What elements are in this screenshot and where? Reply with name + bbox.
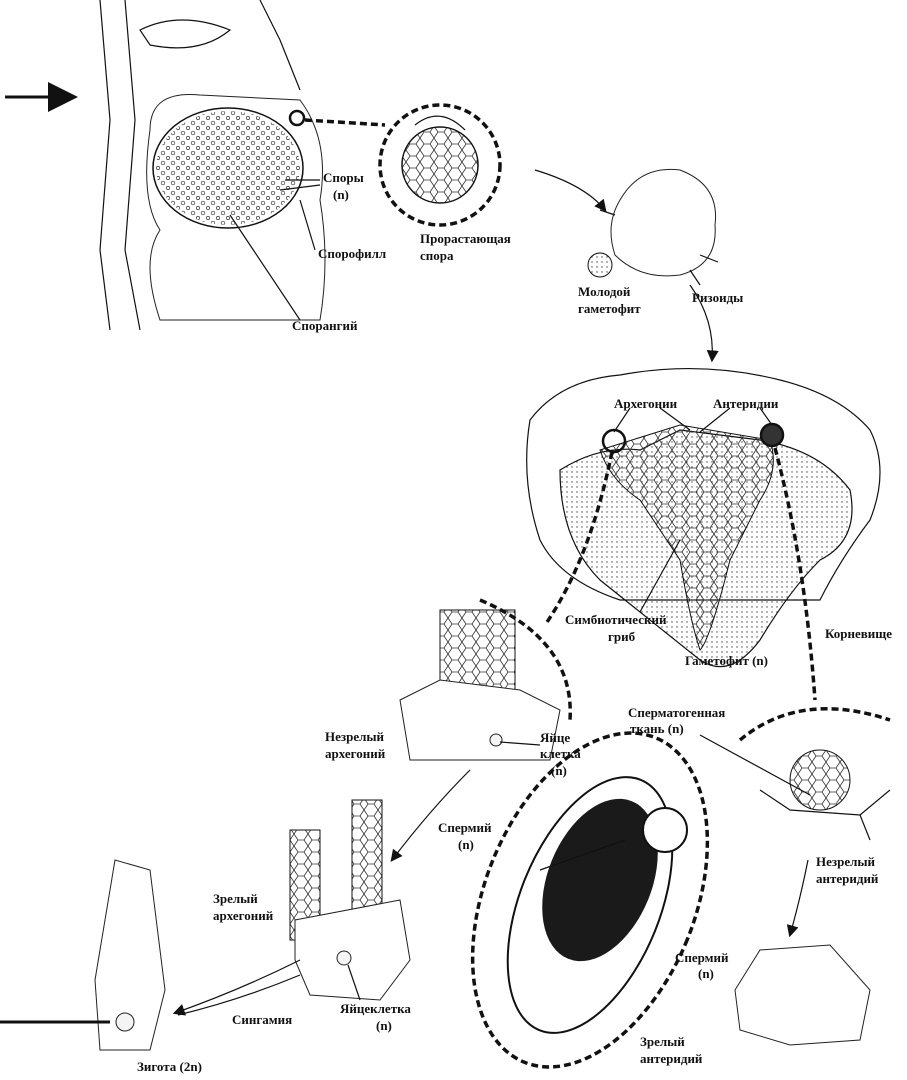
arrow-syngamy: [172, 959, 301, 1016]
dashed-connector-spore: [304, 118, 386, 127]
label-mature-antheridium-2: антеридий: [640, 1051, 703, 1066]
label-antheridia: Антеридии: [713, 396, 779, 411]
leader-lines: [229, 179, 811, 1001]
dashed-connector-archegonium: [543, 451, 614, 626]
label-immature-antheridium: Незрелый: [816, 854, 876, 869]
label-spermatogenous-tissue: Сперматогенная: [628, 705, 725, 720]
label-zygote: Зигота (2n): [137, 1059, 202, 1074]
label-sperm-1-ploidy: (n): [458, 837, 474, 852]
arrow-to-mature-archegonium: [390, 769, 471, 862]
label-sperm-1: Спермий: [438, 820, 492, 835]
label-sperm-2-ploidy: (n): [698, 966, 714, 981]
label-sperm-2: Спермий: [675, 950, 729, 965]
label-germinating-spore-2: спора: [420, 248, 454, 263]
label-sporophyll: Спорофилл: [318, 246, 386, 261]
label-spores: Споры: [323, 170, 364, 185]
label-spermatogenous-tissue-2: ткань (n): [630, 721, 684, 736]
label-immature-archegonium-2: архегоний: [325, 746, 386, 761]
label-egg-cell-2-ploidy: (n): [376, 1018, 392, 1033]
label-egg-cell-2: Яйцеклетка: [340, 1001, 411, 1016]
label-young-gametophyte: Молодой: [578, 284, 631, 299]
label-mature-archegonium: Зрелый: [213, 891, 258, 906]
young-gametophyte-drawing: [587, 168, 719, 286]
label-mature-archegonium-2: архегоний: [213, 908, 274, 923]
label-syngamy: Сингамия: [232, 1012, 292, 1027]
label-archegonia: Архегонии: [614, 396, 678, 411]
label-spores-ploidy: (n): [333, 187, 349, 202]
label-young-gametophyte-2: гаметофит: [578, 301, 641, 316]
label-immature-antheridium-2: антеридий: [816, 871, 879, 886]
label-rhizoids: Ризоиды: [692, 290, 743, 305]
mature-antheridium-drawing: [734, 944, 871, 1046]
mature-archegonium-drawing: [289, 799, 411, 1001]
arrow-to-young-gametophyte: [534, 169, 607, 212]
germinating-spore-drawing: [378, 103, 502, 227]
arrow-to-mature-antheridium: [786, 859, 809, 938]
label-egg-cell-1: Яйце: [540, 730, 570, 745]
label-mature-antheridium: Зрелый: [640, 1034, 685, 1049]
immature-archegonium-drawing: [399, 598, 572, 761]
label-rhizome: Корневище: [825, 626, 892, 641]
arrow-to-gametophyte: [689, 284, 719, 363]
label-egg-cell-1-ploidy: (n): [551, 763, 567, 778]
sperm-cell-drawing: [470, 731, 710, 1069]
zygote-drawing: [94, 859, 166, 1051]
label-egg-cell-1-2: клетка: [540, 746, 581, 761]
label-symbiotic-fungus-2: гриб: [608, 629, 636, 644]
labels: Споры (n) Спорофилл Спорангий Прорастающ…: [137, 170, 892, 1074]
label-immature-archegonium: Незрелый: [325, 729, 385, 744]
sporangium-drawing: [99, 0, 326, 331]
dashed-connector-antheridium: [773, 447, 817, 701]
label-germinating-spore: Прорастающая: [420, 231, 511, 246]
label-gametophyte: Гаметофит (n): [685, 653, 768, 668]
immature-antheridium-drawing: [738, 707, 891, 841]
label-sporangium: Спорангий: [292, 318, 358, 333]
gametophyte-drawing: [526, 368, 881, 668]
label-symbiotic-fungus: Симбиотический: [565, 612, 667, 627]
